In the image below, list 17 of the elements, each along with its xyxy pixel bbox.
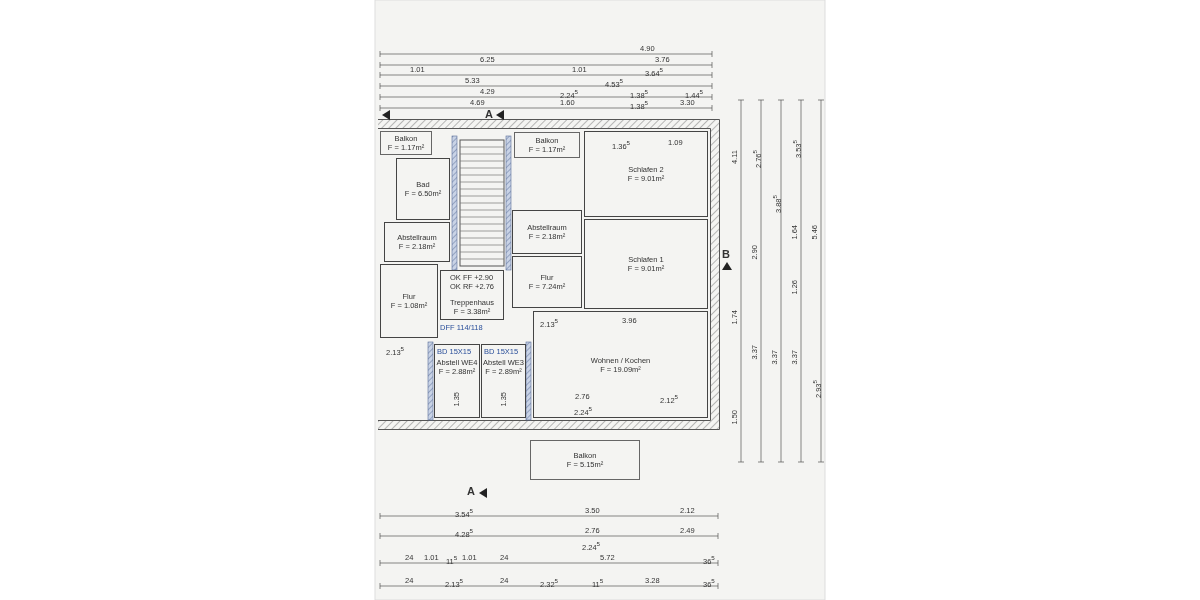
room xyxy=(384,222,450,262)
room xyxy=(440,270,504,320)
room xyxy=(380,264,438,338)
room xyxy=(584,131,708,217)
room xyxy=(434,344,480,418)
section-marker-text: A xyxy=(485,109,493,119)
section-marker-text: A xyxy=(467,486,475,496)
section-marker-text: B xyxy=(722,249,730,259)
room xyxy=(533,311,708,418)
room xyxy=(481,344,526,418)
room xyxy=(584,219,708,309)
room xyxy=(512,256,582,308)
room xyxy=(396,158,450,220)
room xyxy=(512,210,582,254)
balcony xyxy=(514,132,580,158)
balcony xyxy=(380,131,432,155)
balcony xyxy=(530,440,640,480)
